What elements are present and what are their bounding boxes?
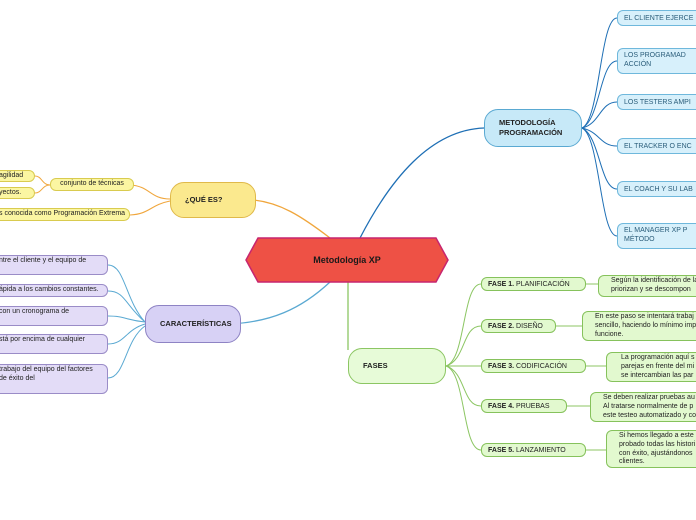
fase-3-desc[interactable]: La programación aquí s parejas en frente… (606, 352, 696, 382)
rol-testers[interactable]: LOS TESTERS AMPI (617, 94, 696, 110)
tecnicas-node[interactable]: conjunto de técnicas (50, 178, 134, 191)
fase-1-name: PLANIFICACIÓN (516, 281, 570, 288)
fase-5-name: LANZAMIENTO (516, 447, 566, 454)
fase-4-name: PRUEBAS (516, 403, 550, 410)
fase-5-desc[interactable]: Si hemos llegado a este probado todas la… (606, 430, 696, 468)
fase-3-name: CODIFICACIÓN (516, 363, 567, 370)
fase-2-node[interactable]: FASE 2. DISEÑO (481, 319, 556, 333)
caracteristicas-node[interactable]: CARACTERÍSTICAS (145, 305, 241, 343)
metodologia-node[interactable]: METODOLOGÍA PROGRAMACIÓN (484, 109, 582, 147)
central-topic-shape (245, 237, 449, 283)
fase-1-number: FASE 1. (488, 281, 515, 288)
caracteristica-cliente-equipo[interactable]: ntre el cliente y el equipo de (0, 255, 108, 275)
fase-1-desc[interactable]: Según la identificación de la priorizan … (598, 275, 696, 297)
fase-2-name: DISEÑO (516, 323, 543, 330)
fase-4-desc[interactable]: Se deben realizar pruebas au Al tratarse… (590, 392, 696, 422)
rol-coach[interactable]: EL COACH Y SU LAB (617, 181, 696, 197)
rol-cliente[interactable]: EL CLIENTE EJERCE (617, 10, 696, 26)
programacion-extrema-node[interactable]: s conocida como Programación Extrema (0, 208, 130, 221)
fase-5-node[interactable]: FASE 5. LANZAMIENTO (481, 443, 586, 457)
agilidad-node[interactable]: agilidad (0, 170, 35, 182)
central-topic[interactable]: Metodología XP (313, 255, 381, 265)
caracteristica-cambios[interactable]: ápida a los cambios constantes. (0, 284, 108, 297)
proyectos-node[interactable]: yectos. (0, 187, 35, 199)
rol-programadores[interactable]: LOS PROGRAMAD ACCIÓN (617, 48, 696, 74)
caracteristica-cronograma[interactable]: con un cronograma de (0, 306, 108, 326)
fase-1-node[interactable]: FASE 1. PLANIFICACIÓN (481, 277, 586, 291)
fase-4-number: FASE 4. (488, 403, 515, 410)
fase-2-desc[interactable]: En este paso se intentará trabaj sencill… (582, 311, 696, 341)
fases-node[interactable]: FASES (348, 348, 446, 384)
caracteristica-trabajo-equipo[interactable]: trabajo del equipo del factores de éxito… (0, 364, 108, 394)
fase-5-number: FASE 5. (488, 447, 515, 454)
fase-4-node[interactable]: FASE 4. PRUEBAS (481, 399, 567, 413)
rol-manager[interactable]: EL MANAGER XP P MÉTODO (617, 223, 696, 249)
que-es-node[interactable]: ¿QUÉ ES? (170, 182, 256, 218)
caracteristica-encima[interactable]: stá por encima de cualquier (0, 334, 108, 354)
fase-2-number: FASE 2. (488, 323, 515, 330)
fase-3-number: FASE 3. (488, 363, 515, 370)
rol-tracker[interactable]: EL TRACKER O ENC (617, 138, 696, 154)
fase-3-node[interactable]: FASE 3. CODIFICACIÓN (481, 359, 586, 373)
